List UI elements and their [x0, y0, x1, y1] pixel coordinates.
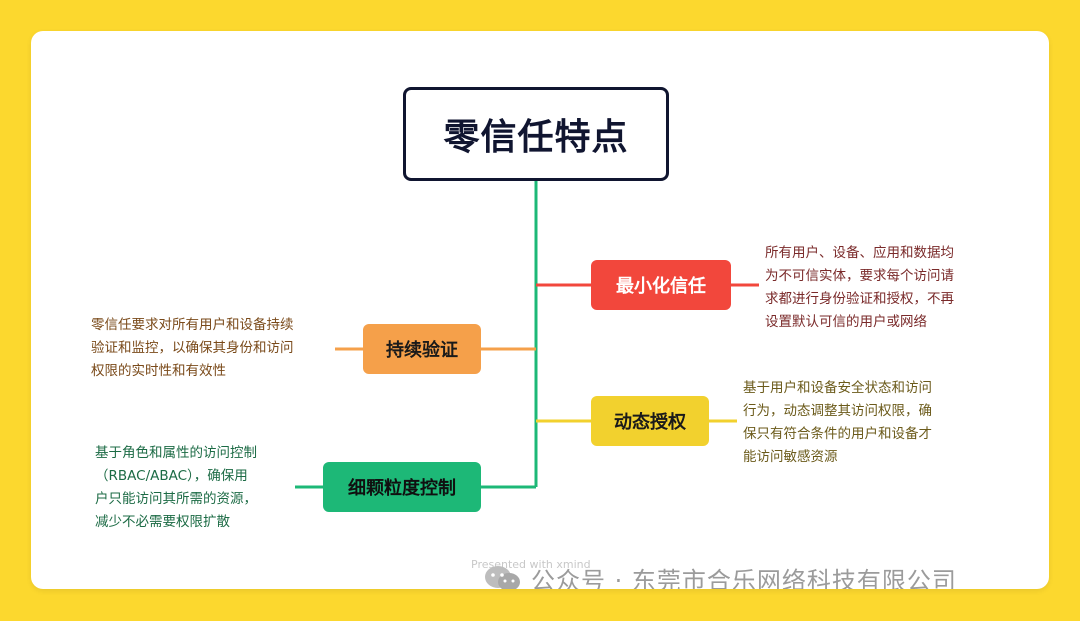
wechat-icon [485, 565, 520, 589]
desc-line: 验证和监控，以确保其身份和访问 [91, 340, 294, 356]
desc-line: 行为，动态调整其访问权限，确 [743, 403, 932, 419]
node-dynamic-authorization: 动态授权 [591, 396, 709, 446]
desc-line: 求都进行身份验证和授权，不再 [765, 291, 954, 307]
desc-line: 权限的实时性和有效性 [91, 363, 226, 379]
node-granular-control: 细颗粒度控制 [323, 462, 481, 512]
desc-dynamic-authorization: 基于用户和设备安全状态和访问 行为，动态调整其访问权限，确 保只有符合条件的用户… [743, 377, 983, 469]
root-node-title: 零信任特点 [403, 87, 669, 181]
node-continuous-verification: 持续验证 [363, 324, 481, 374]
desc-line: 所有用户、设备、应用和数据均 [765, 245, 954, 261]
desc-line: 保只有符合条件的用户和设备才 [743, 426, 932, 442]
desc-line: （RBAC/ABAC），确保用 [95, 468, 248, 484]
diagram-card: 零信任特点 最小化信任 所有用户、设备、应用和数据均 为不可信实体，要求每个访问… [31, 31, 1049, 589]
desc-line: 减少不必需要权限扩散 [95, 514, 230, 530]
desc-line: 基于用户和设备安全状态和访问 [743, 380, 932, 396]
desc-line: 基于角色和属性的访问控制 [95, 445, 257, 461]
desc-line: 设置默认可信的用户或网络 [765, 314, 927, 330]
desc-line: 零信任要求对所有用户和设备持续 [91, 317, 294, 333]
desc-granular-control: 基于角色和属性的访问控制 （RBAC/ABAC），确保用 户只能访问其所需的资源… [95, 442, 295, 534]
desc-line: 户只能访问其所需的资源， [95, 491, 257, 507]
desc-line: 能访问敏感资源 [743, 449, 838, 465]
connector-lines [295, 181, 759, 489]
wechat-watermark: 公众号 · 东莞市合乐网络科技有限公司 [483, 561, 957, 589]
desc-line: 为不可信实体，要求每个访问请 [765, 268, 954, 284]
watermark-text: 公众号 · 东莞市合乐网络科技有限公司 [531, 567, 957, 589]
desc-continuous-verification: 零信任要求对所有用户和设备持续 验证和监控，以确保其身份和访问 权限的实时性和有… [91, 314, 341, 383]
node-min-trust: 最小化信任 [591, 260, 731, 310]
desc-min-trust: 所有用户、设备、应用和数据均 为不可信实体，要求每个访问请 求都进行身份验证和授… [765, 242, 1005, 334]
